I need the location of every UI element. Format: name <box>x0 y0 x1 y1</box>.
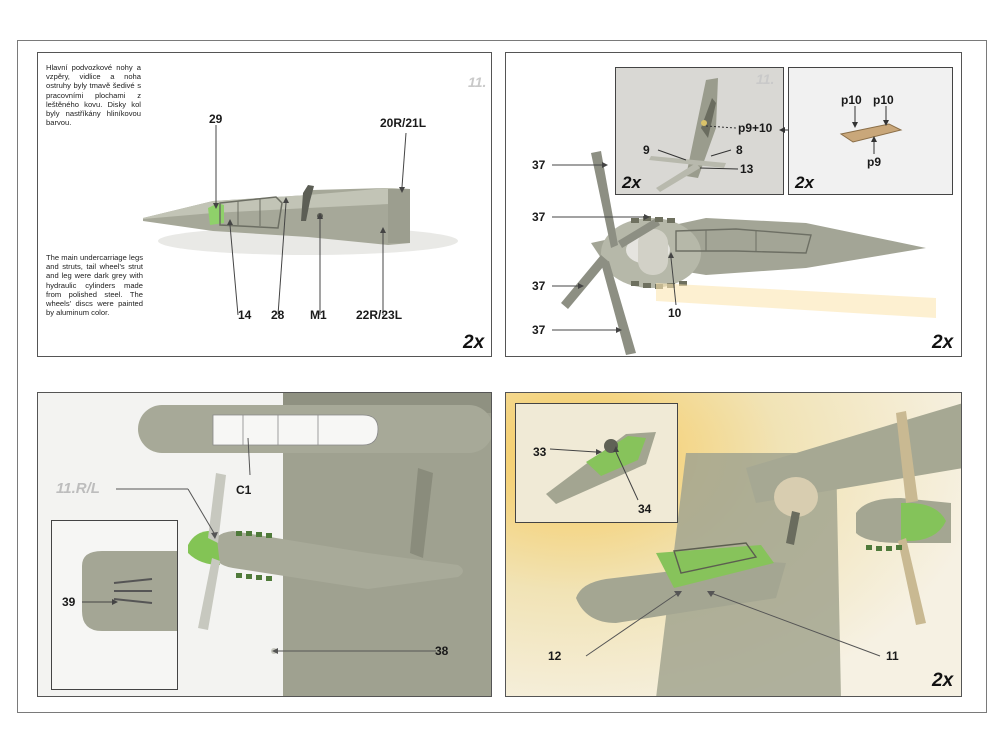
inset-cockpit-detail: 33 34 <box>515 403 678 523</box>
cockpit-detail-drawing <box>546 432 656 504</box>
painted-model-photo-drawing <box>506 393 961 696</box>
panel-4: 33 34 12 11 2x <box>505 392 962 697</box>
note-czech: Hlavní podvozkové nohy a vzpěry, vidlice… <box>46 63 141 128</box>
label-p10-right: p10 <box>873 93 894 107</box>
panel-1: Hlavní podvozkové nohy a vzpěry, vidlice… <box>37 52 492 357</box>
instruction-page-frame <box>17 40 987 713</box>
label-37-a: 37 <box>532 158 546 172</box>
label-33: 33 <box>533 445 547 459</box>
label-13: 13 <box>740 162 754 176</box>
scale-2x: 2x <box>463 332 485 353</box>
label-29: 29 <box>209 112 223 126</box>
label-8: 8 <box>736 143 743 157</box>
scale-2x: 2x <box>932 670 954 691</box>
label-9: 9 <box>643 143 650 157</box>
photo-etch-part-drawing <box>839 106 903 154</box>
label-p10-left: p10 <box>841 93 862 107</box>
label-14: 14 <box>238 308 252 322</box>
label-11: 11 <box>886 649 899 663</box>
label-37-c: 37 <box>532 279 546 293</box>
step-number: 11.R/L <box>56 480 100 497</box>
label-37-b: 37 <box>532 210 546 224</box>
label-12: 12 <box>548 649 562 663</box>
inset-photo-etch: p10 p10 p9 2x <box>788 67 953 195</box>
label-p9-p10: p9+10 <box>738 121 773 135</box>
inset-nacelle-detail: 39 <box>51 520 178 690</box>
nacelle-detail-drawing <box>82 551 177 631</box>
panel-2: 11. p9+10 9 8 13 2x p10 p10 p9 2x 3 <box>505 52 962 357</box>
inset-landing-gear: 11. p9+10 9 8 13 2x <box>615 67 784 195</box>
label-39: 39 <box>62 595 76 609</box>
inset-step-number: 11. <box>756 71 775 87</box>
label-20r-21l: 20R/21L <box>380 116 427 130</box>
fuselage-cockpit-drawing <box>143 125 458 316</box>
label-38: 38 <box>435 644 449 658</box>
wing-underside-drawing <box>116 393 491 696</box>
scale-2x: 2x <box>932 332 954 353</box>
landing-gear-drawing <box>649 78 739 192</box>
panel-3: 11.R/L C1 38 39 <box>37 392 492 697</box>
label-34: 34 <box>638 502 652 516</box>
label-m1: M1 <box>310 308 327 322</box>
label-p9: p9 <box>867 155 882 169</box>
step-number: 11. <box>468 74 487 90</box>
inset-scale: 2x <box>622 173 641 192</box>
label-22r-23l: 22R/23L <box>356 308 403 322</box>
inset-scale: 2x <box>795 173 814 192</box>
note-english: The main undercarriage legs and struts, … <box>46 253 143 318</box>
label-28: 28 <box>271 308 285 322</box>
label-10: 10 <box>668 306 682 320</box>
engine-nacelle-drawing <box>552 151 936 355</box>
label-c1: C1 <box>236 483 252 497</box>
label-37-d: 37 <box>532 323 546 337</box>
